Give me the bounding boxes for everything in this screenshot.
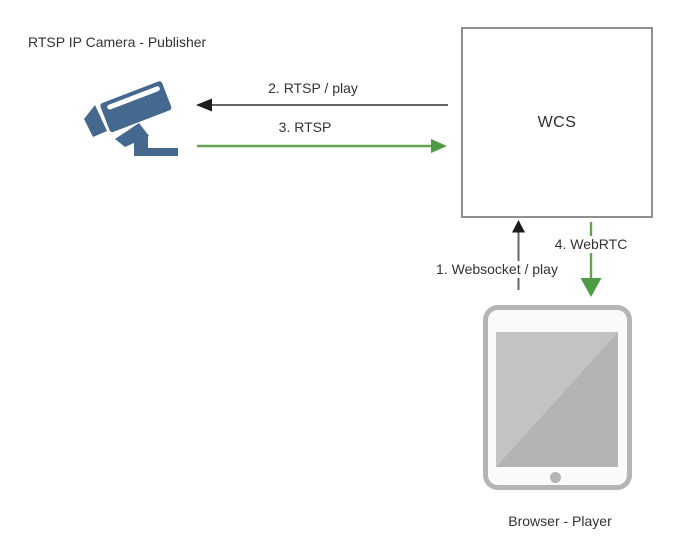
camera-glyph [84, 81, 178, 156]
wcs-label: WCS [537, 113, 577, 131]
tablet-home-button [550, 472, 561, 483]
player-label: Browser - Player [508, 513, 612, 529]
camera-lens-cone [84, 105, 107, 137]
camera-body-stripe [107, 86, 160, 110]
cctv-camera-icon [84, 81, 178, 156]
wcs-server-node: WCS [461, 27, 653, 218]
websocket-play-label: 1. Websocket / play [432, 261, 562, 278]
publisher-label: RTSP IP Camera - Publisher [28, 34, 207, 50]
camera-mount-arm [115, 123, 149, 147]
rtsp-label: 3. RTSP [274, 119, 336, 136]
websocket-play-arrowhead [512, 220, 525, 233]
webrtc-arrowhead [580, 278, 602, 297]
tablet-screen [496, 332, 618, 467]
camera-body [100, 81, 172, 133]
rtsp-play-arrowhead [196, 98, 212, 112]
webrtc-label: 4. WebRTC [550, 236, 632, 253]
camera-mount-foot [134, 134, 178, 156]
tablet-icon [483, 305, 632, 490]
rtsp-play-label: 2. RTSP / play [264, 80, 362, 97]
rtsp-arrowhead [431, 139, 447, 153]
